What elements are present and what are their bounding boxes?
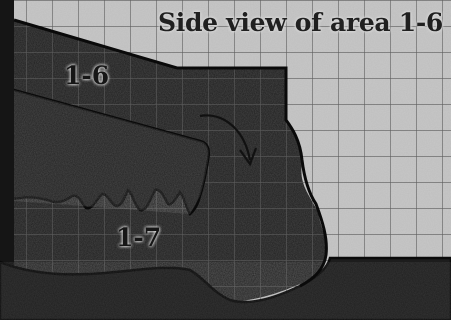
corridor-1-6-outline [13,18,328,288]
flow-direction-arrow [199,114,252,161]
area-label-1-6: 1-6 [64,61,110,90]
area-label-1-7: 1-7 [116,223,162,252]
map-title: Side view of area 1-6 [158,8,443,37]
rock-edge [0,0,14,320]
arrowhead-icon [239,147,258,167]
